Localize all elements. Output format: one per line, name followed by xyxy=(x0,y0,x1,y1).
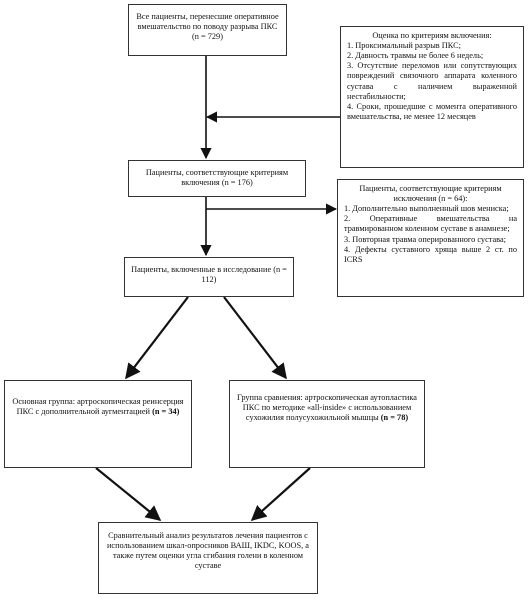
inclusion-criterion: 3. Отсутствие переломов или сопутствующи… xyxy=(347,61,517,101)
comparison-group-box: Группа сравнения: артроскопическая аутоп… xyxy=(229,380,425,468)
exclusion-criterion: 4. Дефекты суставного хряща выше 2 ст. п… xyxy=(344,244,517,264)
main-group-n: (n = 34) xyxy=(152,407,180,417)
inclusion-criterion: 4. Сроки, прошедшие с момента оперативно… xyxy=(347,101,517,121)
analysis-text: Сравнительный анализ результатов лечения… xyxy=(106,531,309,571)
exclusion-criteria-box: Пациенты, соответствующие критериям искл… xyxy=(337,179,524,297)
main-group-text: Основная группа: артроскопическая реинсе… xyxy=(10,397,186,417)
analysis-box: Сравнительный анализ результатов лечения… xyxy=(98,522,318,594)
included-box: Пациенты, включенные в исследование (n =… xyxy=(124,257,294,297)
inclusion-criteria-box: Оценка по критериям включения: 1. Прокси… xyxy=(340,26,524,168)
meeting-inclusion-box: Пациенты, соответствующие критериям вклю… xyxy=(128,160,306,197)
exclusion-criteria-title: Пациенты, соответствующие критериям искл… xyxy=(359,184,502,204)
inclusion-criterion: 1. Проксимальный разрыв ПКС; xyxy=(347,41,461,51)
exclusion-criterion: 1. Дополнительно выполненный шов мениска… xyxy=(344,204,509,214)
included-text: Пациенты, включенные в исследование (n =… xyxy=(131,265,287,285)
all-patients-text: Все пациенты, перенесшие оперативное вме… xyxy=(136,12,279,42)
comparison-group-description: Группа сравнения: артроскопическая аутоп… xyxy=(237,393,417,423)
meeting-inclusion-text: Пациенты, соответствующие критериям вклю… xyxy=(145,168,289,188)
exclusion-criterion: 2. Оперативные вмешательства на травмиро… xyxy=(344,214,517,234)
all-patients-box: Все пациенты, перенесшие оперативное вме… xyxy=(128,4,287,56)
main-group-box: Основная группа: артроскопическая реинсе… xyxy=(4,380,192,468)
inclusion-criterion: 2. Давность травмы не более 6 недель; xyxy=(347,51,484,61)
inclusion-criteria-title: Оценка по критериям включения: xyxy=(372,31,492,40)
arrow-to-main-group xyxy=(125,296,189,380)
arrow-to-comparison-group xyxy=(223,296,287,380)
arrow-main-to-analysis xyxy=(95,467,162,521)
main-group-description: Основная группа: артроскопическая реинсе… xyxy=(12,397,184,417)
comparison-group-text: Группа сравнения: артроскопическая аутоп… xyxy=(235,393,419,423)
comparison-group-n: (n = 78) xyxy=(380,413,409,423)
arrow-comparison-to-analysis xyxy=(250,467,311,522)
exclusion-criterion: 3. Повторная травма оперированного суста… xyxy=(344,234,506,244)
